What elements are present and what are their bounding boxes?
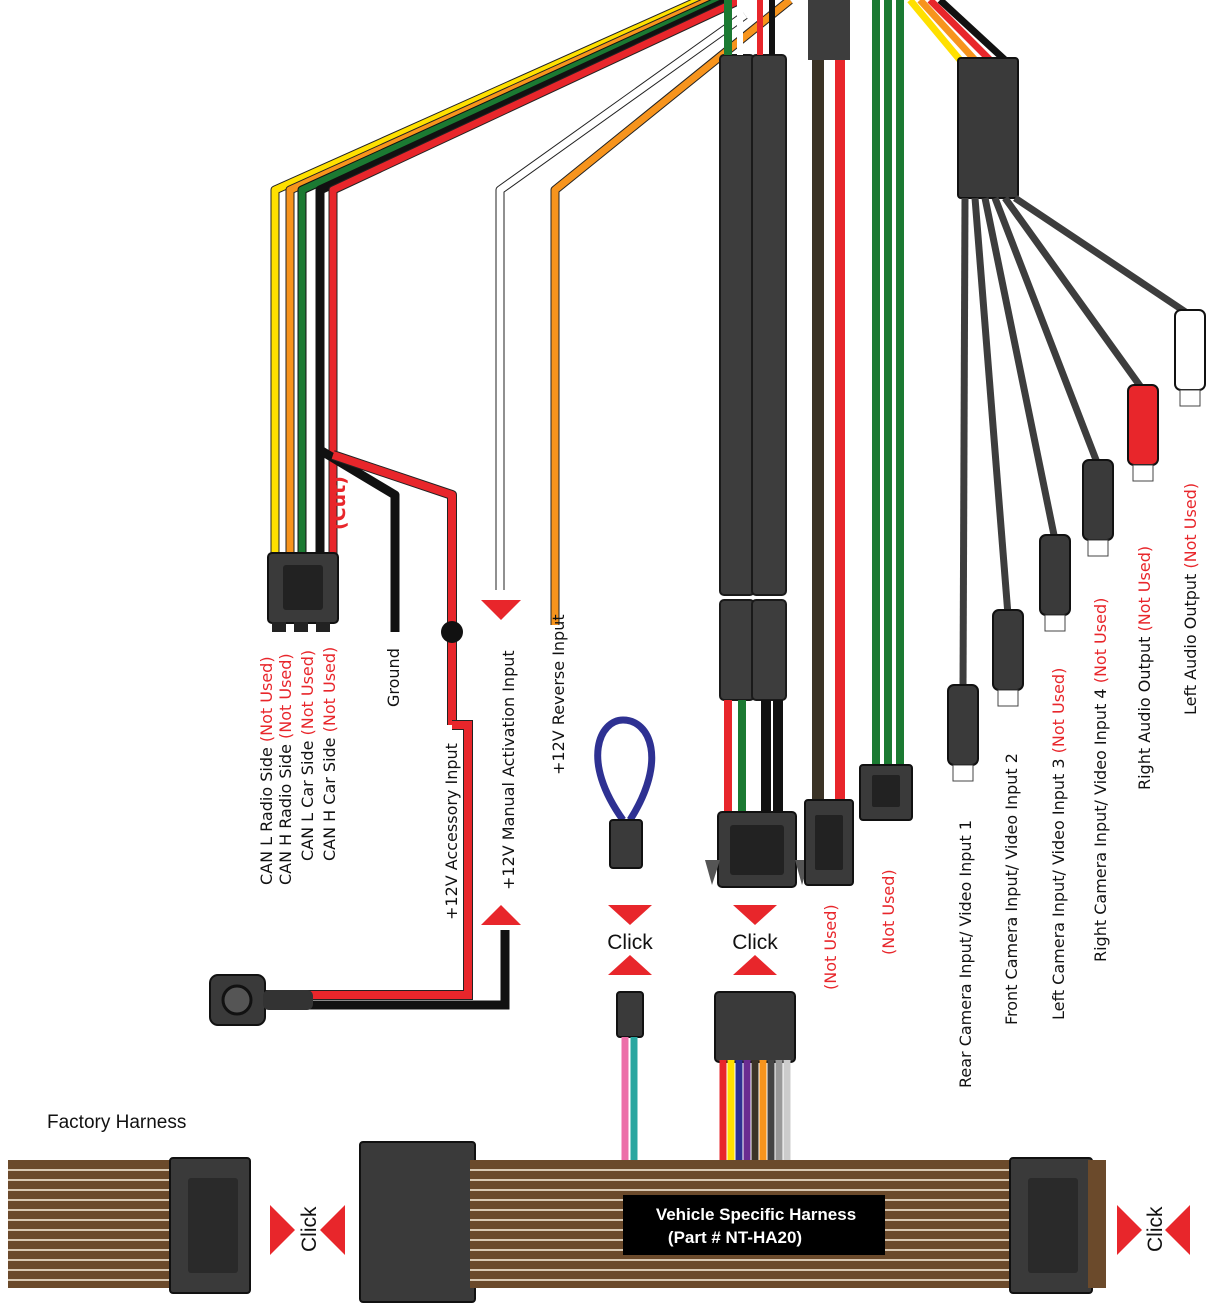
arrow-down xyxy=(481,600,521,620)
label-rear-camera: Rear Camera Input/ Video Input 1 xyxy=(956,820,975,1088)
click-label-left: Click xyxy=(298,1206,321,1252)
left-wire-bundle xyxy=(270,0,793,725)
green-plug-cable xyxy=(859,0,913,821)
center-cables xyxy=(719,0,787,820)
banner-title: Vehicle Specific Harness xyxy=(656,1205,856,1224)
click-arrow-up-2 xyxy=(733,955,777,975)
lower-main-connector xyxy=(708,991,804,1172)
click-arrow-right-left xyxy=(270,1205,295,1255)
label-can-l-car: CAN L Car Side (Not Used) xyxy=(298,650,317,861)
click-arrow-left-left xyxy=(320,1205,345,1255)
label-left-audio: Left Audio Output (Not Used) xyxy=(1181,483,1200,715)
arrow-up xyxy=(481,905,521,925)
click-arrow-left-right xyxy=(1165,1205,1190,1255)
label-can-h-car: CAN H Car Side (Not Used) xyxy=(320,647,339,861)
click-label-1: Click xyxy=(607,931,653,954)
main-connector xyxy=(705,811,810,888)
label-green-plug-not-used: (Not Used) xyxy=(879,869,898,955)
cut-label: (Cut) xyxy=(328,476,350,530)
label-can-l-radio: CAN L Radio Side (Not Used) xyxy=(257,656,276,885)
click-label-2: Click xyxy=(732,931,778,954)
banner-part-number: (Part # NT-HA20) xyxy=(668,1228,802,1247)
rca-plug-front xyxy=(992,609,1024,707)
click-arrow-down-1 xyxy=(608,905,652,925)
two-pin-cable xyxy=(804,0,854,886)
harness-banner xyxy=(623,1195,885,1255)
label-right-audio: Right Audio Output (Not Used) xyxy=(1135,546,1154,790)
label-front-camera: Front Camera Input/ Video Input 2 xyxy=(1002,753,1021,1025)
rca-plug-rear xyxy=(947,684,979,782)
factory-harness-label: Factory Harness xyxy=(47,1112,186,1133)
click-arrow-right-right xyxy=(1117,1205,1142,1255)
splice-dot xyxy=(441,621,463,643)
lower-2pin-connector xyxy=(612,991,662,1172)
jumper-loop xyxy=(594,716,656,869)
label-right-camera: Right Camera Input/ Video Input 4 (Not U… xyxy=(1091,598,1110,962)
rca-plug-left-cam xyxy=(1039,534,1071,632)
click-label-right: Click xyxy=(1144,1206,1167,1252)
rca-plug-right-cam xyxy=(1082,459,1114,557)
can-connector xyxy=(267,552,339,632)
rca-feed-wires xyxy=(907,0,1017,63)
label-manual-activation: +12V Manual Activation Input xyxy=(499,650,518,890)
factory-harness-wires xyxy=(8,1160,173,1288)
label-can-h-radio: CAN H Radio Side (Not Used) xyxy=(276,653,295,885)
factory-harness-connector xyxy=(169,1157,251,1294)
click-arrow-up-1 xyxy=(608,955,652,975)
label-accessory: +12V Accessory Input xyxy=(442,743,461,920)
label-reverse: +12V Reverse Input xyxy=(549,614,568,775)
click-arrow-down-2 xyxy=(733,905,777,925)
activation-button xyxy=(209,974,313,1026)
label-ground: Ground xyxy=(384,648,403,707)
rca-plug-left-audio xyxy=(1174,309,1206,407)
label-two-pin-not-used: (Not Used) xyxy=(821,904,840,990)
rca-plug-right-audio xyxy=(1127,384,1159,482)
rca-breakout-box xyxy=(957,57,1019,199)
rca-cables xyxy=(959,195,1192,691)
label-left-camera: Left Camera Input/ Video Input 3 (Not Us… xyxy=(1049,668,1068,1020)
